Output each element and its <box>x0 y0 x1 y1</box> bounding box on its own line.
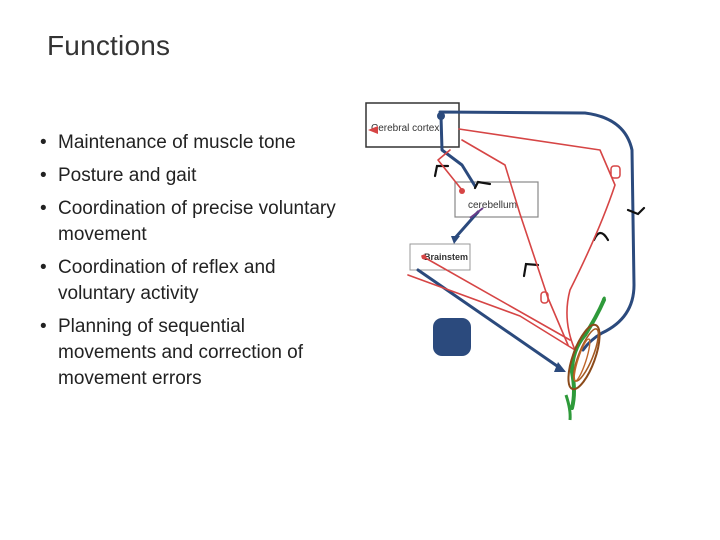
spinocerebellar-tract <box>461 139 569 346</box>
brainstem-sensory-path <box>421 255 571 341</box>
motor-control-diagram: Cerebral cortex cerebellum Brainstem <box>365 102 646 421</box>
cerebellum-box <box>454 181 539 218</box>
cerebellar-output-connector <box>469 207 484 219</box>
brainstem-label: Brainstem <box>424 252 468 262</box>
cerebellar-feedback-path <box>437 149 463 191</box>
brainstem-to-muscle-path <box>416 268 562 370</box>
motor-pathways <box>416 110 636 370</box>
muscle-fiber-outer <box>567 323 601 391</box>
bullet-item: Posture and gait <box>40 163 340 189</box>
bullet-item: Maintenance of muscle tone <box>40 130 340 156</box>
brainstem-arrowhead <box>451 236 460 244</box>
brainstem-sensory-dot <box>421 254 427 260</box>
muscle-arrowhead-blue <box>554 362 566 372</box>
bullet-list: Maintenance of muscle tone Posture and g… <box>40 130 340 399</box>
bullet-item: Coordination of reflex and voluntary act… <box>40 255 340 307</box>
cerebral-cortex-box <box>365 102 460 148</box>
spinal-ganglion-marker-lower <box>540 291 549 304</box>
bullet-item: Planning of sequential movements and cor… <box>40 314 340 392</box>
cerebral-cortex-label: Cerebral cortex <box>371 123 439 134</box>
cerebellum-sensory-dot <box>459 188 465 194</box>
spinal-ganglion-marker <box>610 165 621 179</box>
muscle-fiber-inner <box>573 338 591 382</box>
cortex-to-cerebellum-path <box>439 114 477 188</box>
slide-title: Functions <box>47 30 171 61</box>
bullet-item: Coordination of precise voluntary moveme… <box>40 196 340 248</box>
corticospinal-tract <box>438 110 636 352</box>
motor-neuron-body <box>433 318 471 356</box>
cerebellum-to-brainstem-path <box>453 210 480 240</box>
cerebellum-label: cerebellum <box>468 200 517 211</box>
tendon-upper <box>600 296 606 304</box>
brainstem-box <box>409 243 471 271</box>
reflex-sensory-path <box>407 274 576 351</box>
muscle-spindle <box>564 296 606 421</box>
cortex-sensory-arrowhead <box>368 126 378 134</box>
ascending-sensory-tract <box>458 128 616 351</box>
tendon-lower <box>564 394 572 421</box>
cortex-neuron-dot <box>437 112 445 120</box>
sensory-pathways <box>407 128 616 351</box>
